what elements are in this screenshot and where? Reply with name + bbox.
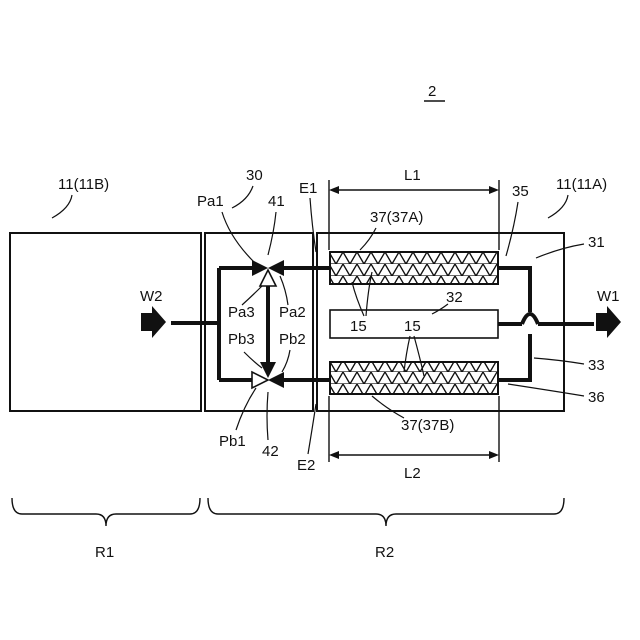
figure-number-text: 2 bbox=[428, 83, 436, 100]
l1-label: L1 bbox=[404, 167, 421, 184]
pa3-label: Pa3 bbox=[228, 304, 255, 321]
pipe-31-label: 31 bbox=[588, 234, 605, 251]
valve-41-label: 41 bbox=[268, 193, 285, 210]
pipe-36-label: 36 bbox=[588, 389, 605, 406]
valve-42-label: 42 bbox=[262, 443, 279, 460]
region-r1-label: R1 bbox=[95, 544, 114, 561]
module-11a-leader bbox=[548, 195, 568, 218]
region-r1-brace bbox=[12, 498, 200, 526]
inlet-label: W2 bbox=[140, 288, 163, 305]
e2-label: E2 bbox=[297, 457, 315, 474]
region-r2-label: R2 bbox=[375, 544, 394, 561]
hx-37b-label: 37(37B) bbox=[401, 417, 454, 434]
l2-label: L2 bbox=[404, 465, 421, 482]
pa2-label: Pa2 bbox=[279, 304, 306, 321]
module-11b-label: 11(11B) bbox=[58, 176, 109, 193]
pipe-33-label: 33 bbox=[588, 357, 605, 374]
fin-15-label-left: 15 bbox=[350, 318, 367, 335]
outlet-label: W1 bbox=[597, 288, 620, 305]
figure-number: 2 bbox=[424, 83, 445, 101]
l2-arrow-left bbox=[329, 451, 339, 459]
module-11b-leader bbox=[52, 195, 72, 218]
pipe-35-label: 35 bbox=[512, 183, 529, 200]
module-11a-label: 11(11A) bbox=[556, 176, 607, 193]
l1-arrow-right bbox=[489, 186, 499, 194]
l2-arrow-right bbox=[489, 451, 499, 459]
pa1-label: Pa1 bbox=[197, 193, 224, 210]
fin-15-label-right: 15 bbox=[404, 318, 421, 335]
l1-arrow-left bbox=[329, 186, 339, 194]
unit-30-leader bbox=[232, 186, 253, 208]
pb2-label: Pb2 bbox=[279, 331, 306, 348]
pb1-label: Pb1 bbox=[219, 433, 246, 450]
valve-42-leader bbox=[267, 392, 268, 440]
heat-exchanger-37a bbox=[330, 252, 498, 284]
e1-label: E1 bbox=[299, 180, 317, 197]
region-r2-brace bbox=[208, 498, 564, 526]
hx-37a-label: 37(37A) bbox=[370, 209, 423, 226]
heat-exchanger-37b bbox=[330, 362, 498, 394]
outlet-arrow bbox=[596, 306, 621, 338]
unit-30-label: 30 bbox=[246, 167, 263, 184]
pipe-32-label: 32 bbox=[446, 289, 463, 306]
pb3-label: Pb3 bbox=[228, 331, 255, 348]
